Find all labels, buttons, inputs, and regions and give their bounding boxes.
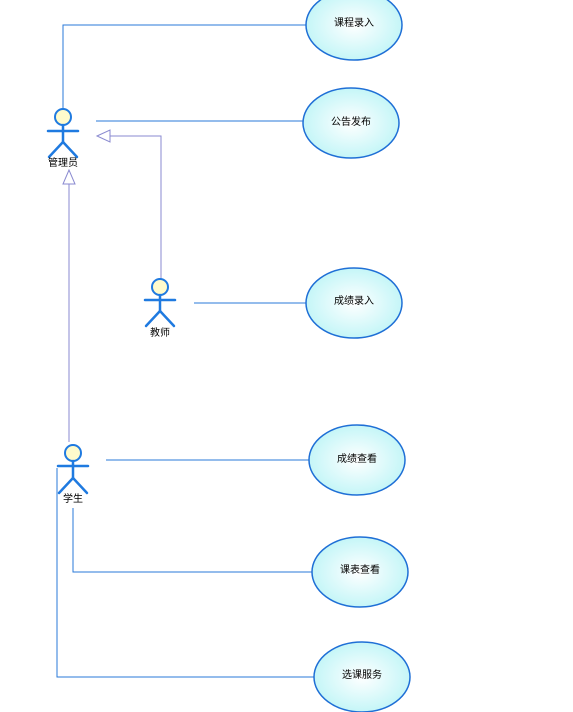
- actor-admin-label: 管理员: [48, 158, 78, 169]
- actor-student-head: [64, 444, 82, 462]
- use-case-grade-view-label: 成绩查看: [337, 454, 377, 465]
- use-case-notice-publish-label: 公告发布: [331, 117, 371, 128]
- use-case-course-selection[interactable]: [313, 641, 411, 712]
- actor-student-figure[interactable]: [56, 444, 90, 495]
- use-cases: [302, 0, 411, 712]
- associations: [56, 24, 315, 678]
- actor-teacher-figure[interactable]: [143, 278, 177, 328]
- use-case-grade-entry-label: 成绩录入: [334, 296, 374, 307]
- actor-teacher-head: [151, 278, 169, 296]
- assoc-student-timetable-view: [72, 508, 313, 573]
- use-case-timetable-view-label: 课表查看: [340, 565, 380, 576]
- assoc-admin-course-entry: [62, 24, 307, 108]
- use-case-timetable-view[interactable]: [311, 536, 409, 608]
- actor-admin-figure[interactable]: [46, 108, 80, 159]
- assoc-student-course-selection: [56, 468, 315, 678]
- use-case-course-selection-label: 选课服务: [342, 670, 382, 681]
- use-case-grade-view[interactable]: [308, 424, 406, 496]
- use-case-course-entry[interactable]: [305, 0, 403, 61]
- generalization-teacher-admin: [110, 135, 162, 278]
- use-case-notice-publish[interactable]: [302, 87, 400, 159]
- actor-teacher-label: 教师: [150, 328, 170, 339]
- generalization-arrowhead-teacher: [95, 129, 111, 143]
- use-case-grade-entry[interactable]: [305, 267, 403, 339]
- actor-student-label: 学生: [63, 494, 83, 505]
- actor-admin-head: [54, 108, 72, 126]
- generalization-arrowhead-student: [62, 168, 76, 185]
- generalizations: [62, 129, 162, 442]
- use-case-course-entry-label: 课程录入: [334, 18, 374, 29]
